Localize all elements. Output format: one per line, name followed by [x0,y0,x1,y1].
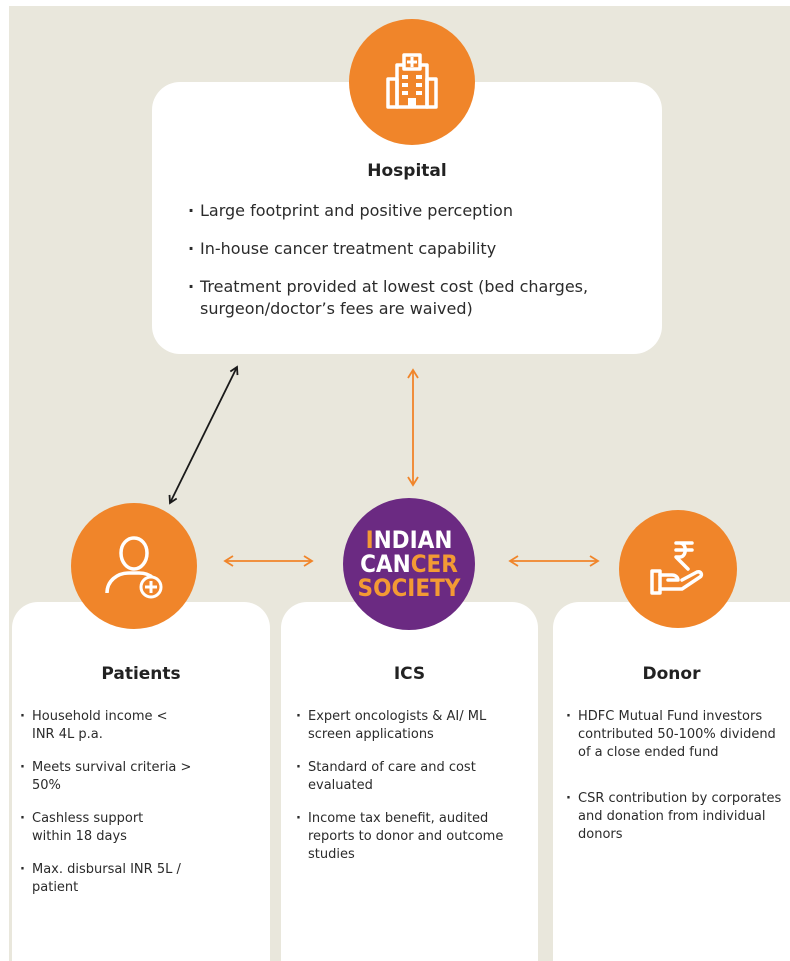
hospital-bullets: Large footprint and positive perception … [188,200,648,320]
rupee-hand-icon [650,541,704,595]
ics-logo-line3: SOCIETY [357,574,461,602]
list-item: HDFC Mutual Fund investors contributed 5… [566,708,778,762]
list-item: Max. disbursal INR 5L / patient [20,861,182,897]
hospital-title: Hospital [367,161,447,181]
ics-title: ICS [393,664,426,684]
patient-user-icon [105,536,163,599]
list-item: Household income < INR 4L p.a. [20,708,192,744]
hospital-building-icon [386,53,438,109]
donor-bullets: HDFC Mutual Fund investors contributed 5… [566,708,786,872]
ics-bullets: Expert oncologists & AI/ ML screen appli… [296,708,528,879]
ics-logo-line1: INDIAN [365,526,453,554]
list-item: CSR contribution by corporates and donat… [566,790,788,844]
patients-bullets: Household income < INR 4L p.a. Meets sur… [20,708,260,912]
list-item: Meets survival criteria > 50% [20,759,222,795]
ics-logo: INDIAN CANCER SOCIETY [343,498,475,630]
hospital-patients-arrow [168,365,239,505]
patients-title: Patients [101,664,181,684]
ics-logo-line2: CANCER [360,550,458,578]
list-item: Standard of care and cost evaluated [296,759,488,795]
donor-title: Donor [642,664,701,684]
hospital-icon-circle [349,19,475,145]
donor-icon-circle [619,510,737,628]
list-item: Expert oncologists & AI/ ML screen appli… [296,708,508,744]
patients-icon-circle [71,503,197,629]
donor-card [553,602,790,961]
list-item: Cashless support within 18 days [20,810,182,846]
list-item: Income tax benefit, audited reports to d… [296,810,528,864]
list-item: Treatment provided at lowest cost (bed c… [188,276,648,320]
list-item: In-house cancer treatment capability [188,238,648,260]
list-item: Large footprint and positive perception [188,200,648,222]
